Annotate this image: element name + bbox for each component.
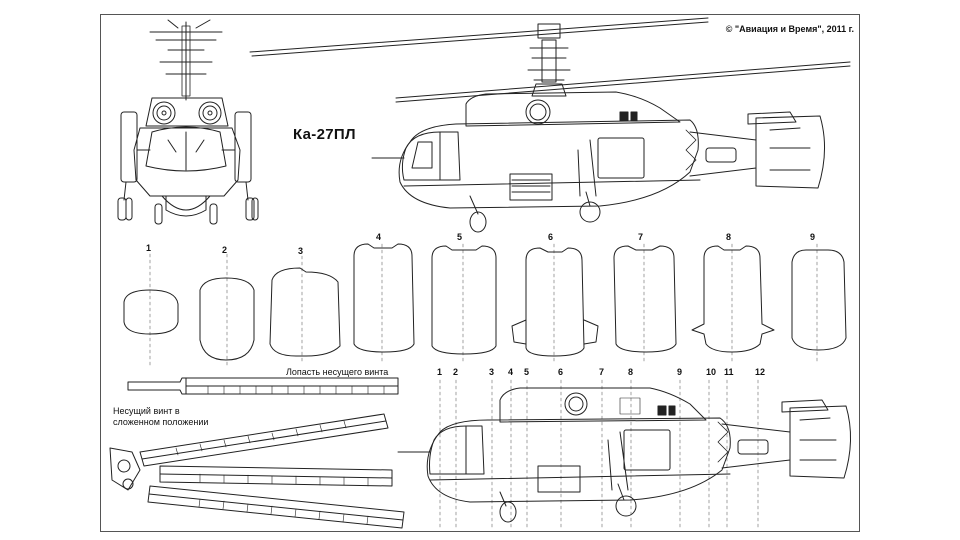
side-view-bottom	[397, 379, 852, 529]
station-number-11: 11	[724, 367, 734, 377]
folded-rotor-label-line-1: Несущий винт в	[113, 406, 180, 416]
model-title: Ка-27ПЛ	[293, 126, 356, 143]
station-number-4: 4	[508, 367, 514, 377]
section-number-9: 9	[810, 232, 816, 242]
section-number-1: 1	[146, 243, 152, 253]
station-number-6: 6	[558, 367, 564, 377]
folded-rotor-drawing	[109, 413, 405, 529]
cross-sections	[123, 243, 847, 369]
section-number-5: 5	[457, 232, 463, 242]
station-number-8: 8	[628, 367, 634, 377]
side-view-top	[249, 17, 851, 233]
sheet-frame	[100, 14, 860, 532]
station-number-3: 3	[489, 367, 495, 377]
section-number-7: 7	[638, 232, 644, 242]
section-number-6: 6	[548, 232, 554, 242]
section-number-3: 3	[298, 246, 304, 256]
station-number-2: 2	[453, 367, 459, 377]
blade-label: Лопасть несущего винта	[286, 367, 389, 377]
rotor-blade-drawing	[127, 377, 399, 395]
front-view	[117, 19, 259, 225]
station-number-12: 12	[755, 367, 766, 377]
section-number-2: 2	[222, 245, 228, 255]
folded-rotor-label-line-2: сложенном положении	[113, 417, 209, 427]
copyright-text: © "Авиация и Время", 2011 г.	[725, 24, 854, 34]
folded-rotor-label: Несущий винт в сложенном положении	[113, 406, 208, 428]
station-number-10: 10	[706, 367, 717, 377]
station-number-9: 9	[677, 367, 683, 377]
section-number-8: 8	[726, 232, 732, 242]
section-number-4: 4	[376, 232, 382, 242]
station-number-5: 5	[524, 367, 530, 377]
station-number-1: 1	[437, 367, 443, 377]
station-number-7: 7	[599, 367, 605, 377]
